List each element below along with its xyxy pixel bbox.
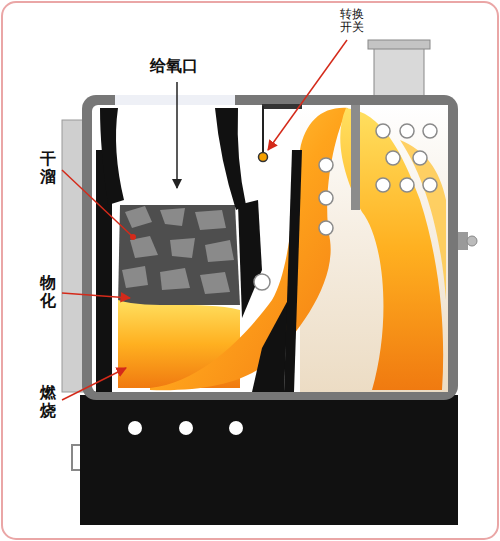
chamber-wall [238, 200, 262, 318]
switch-rod [262, 106, 264, 152]
leader-line [62, 170, 132, 236]
flame [400, 140, 446, 300]
air-hole [229, 421, 243, 435]
oxygen-inlet [115, 95, 235, 105]
part-label: 干溜 [40, 150, 56, 185]
stove-base [80, 395, 458, 525]
vent-holes [254, 124, 437, 290]
leader-line [62, 293, 130, 298]
baffle [262, 104, 302, 109]
stove-body [82, 95, 458, 400]
part-label: 物化 [40, 274, 56, 309]
knob [467, 236, 477, 246]
divider [351, 105, 360, 210]
leader-line [176, 82, 178, 188]
switch-pivot [259, 153, 268, 162]
chimney [374, 46, 424, 98]
part-label: 给氧口 [150, 56, 198, 77]
coal-lumps [122, 206, 234, 294]
side-panel [62, 120, 84, 392]
chamber-wall [252, 300, 288, 392]
chimney-cap [368, 40, 430, 49]
air-hole [128, 421, 142, 435]
leader-line [268, 40, 347, 150]
handle [72, 445, 80, 470]
funnel-wall [215, 108, 246, 210]
leader-line [62, 368, 126, 400]
leader-dot [130, 234, 136, 240]
divider [284, 150, 302, 392]
flame [150, 108, 348, 390]
air-hole [179, 421, 193, 435]
part-label: 转换开关 [340, 8, 364, 34]
part-label: 燃烧 [40, 384, 56, 419]
coal [118, 205, 240, 305]
funnel-wall [100, 108, 124, 205]
